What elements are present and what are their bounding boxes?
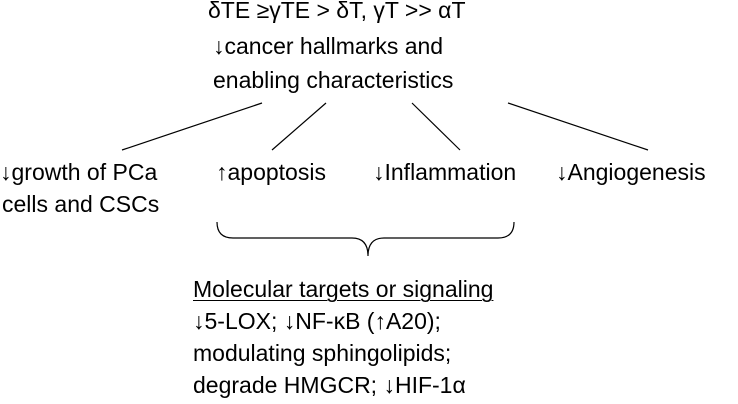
effect-growth-line-1: ↓growth of PCa xyxy=(0,159,158,185)
molecular-targets-line-1: ↓5-LOX; ↓NF-κB (↑A20); xyxy=(193,308,441,334)
connector-to-growth xyxy=(121,102,263,151)
hallmarks-line-2: enabling characteristics xyxy=(213,67,454,93)
grouping-brace xyxy=(216,221,515,257)
effect-angiogenesis: ↓Angiogenesis xyxy=(556,159,706,185)
molecular-targets-line-3: degrade HMGCR; ↓HIF-1α xyxy=(193,372,466,398)
effect-apoptosis: ↑apoptosis xyxy=(216,159,326,185)
connector-to-apoptosis xyxy=(271,102,327,151)
tocopherol-ranking: δTE ≥γTE > δT, γT >> αT xyxy=(208,0,466,23)
effect-growth-line-2: cells and CSCs xyxy=(2,191,160,217)
connector-to-angiogenesis xyxy=(507,102,649,151)
effect-inflammation: ↓Inflammation xyxy=(373,159,517,185)
molecular-targets-heading: Molecular targets or signaling xyxy=(193,276,494,302)
hallmarks-line-1: ↓cancer hallmarks and xyxy=(213,33,444,59)
molecular-targets-line-2: modulating sphingolipids; xyxy=(193,340,452,366)
connector-to-inflammation xyxy=(411,102,461,151)
